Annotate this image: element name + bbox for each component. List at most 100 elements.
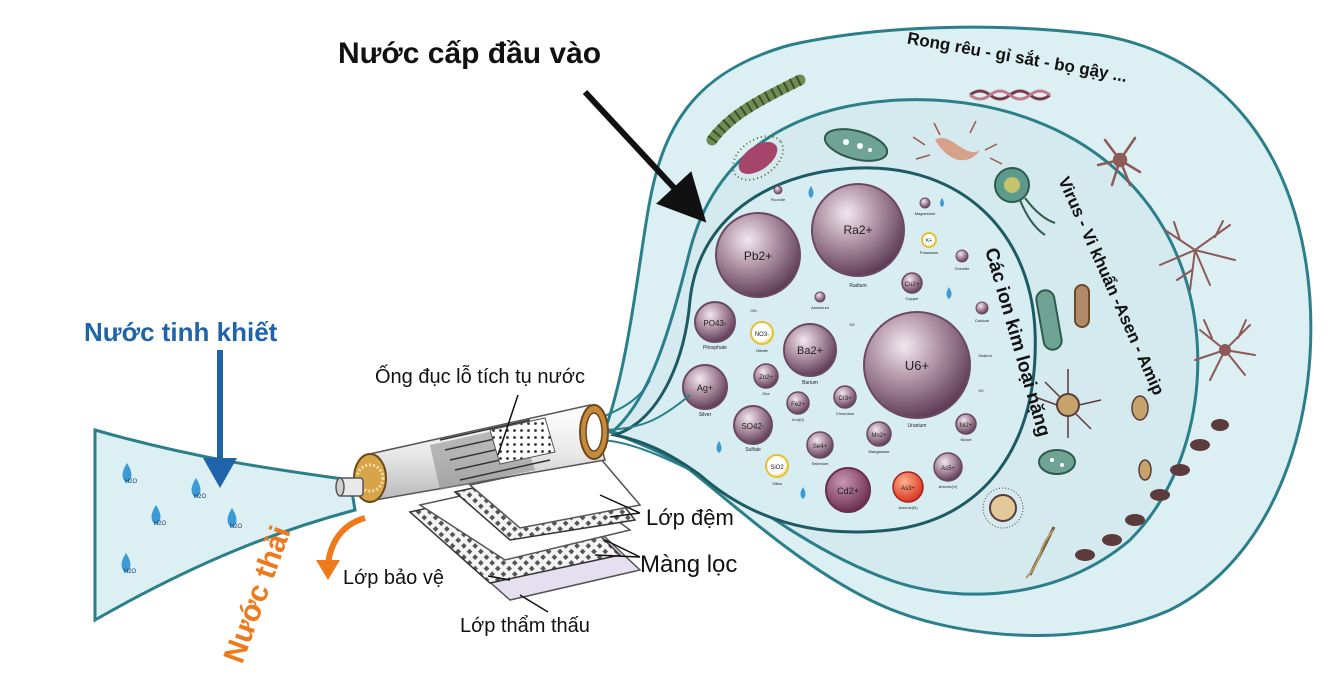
ion-na: Sodium bbox=[978, 353, 992, 358]
svg-text:H2: H2 bbox=[849, 322, 855, 327]
ion-ag: Ag+ Silver bbox=[682, 364, 728, 418]
svg-text:Arsenic(III): Arsenic(III) bbox=[898, 505, 918, 510]
svg-text:Chromium: Chromium bbox=[836, 411, 855, 416]
flagellate-icon bbox=[994, 167, 1056, 236]
svg-text:Chloride: Chloride bbox=[955, 266, 971, 271]
svg-text:Potassium: Potassium bbox=[920, 250, 939, 255]
svg-text:Zn2+: Zn2+ bbox=[759, 375, 773, 381]
svg-text:NO3-: NO3- bbox=[755, 332, 769, 338]
svg-text:Uranium: Uranium bbox=[908, 423, 927, 429]
svg-text:Magnesium: Magnesium bbox=[915, 211, 936, 216]
amoeba-icon bbox=[1159, 220, 1236, 291]
svg-text:Mn2+: Mn2+ bbox=[871, 433, 887, 439]
ion-cd: Cd2+ bbox=[825, 467, 871, 513]
ion-sio2: SiO2 Silica bbox=[765, 454, 789, 486]
ion-h2: H2 H2 bbox=[849, 322, 984, 393]
svg-text:As5+: As5+ bbox=[941, 466, 955, 472]
svg-text:As3+: As3+ bbox=[901, 486, 915, 492]
amoeba-icon bbox=[1194, 319, 1256, 381]
svg-text:Phosphate: Phosphate bbox=[703, 345, 727, 351]
microorganisms bbox=[706, 74, 1256, 579]
hairy-protozoa-icon bbox=[912, 120, 1003, 165]
svg-text:OH-: OH- bbox=[750, 308, 758, 313]
svg-text:SO42-: SO42- bbox=[741, 422, 764, 431]
permeate-label: Lớp thẩm thấu bbox=[460, 615, 590, 637]
svg-text:Ba2+: Ba2+ bbox=[797, 345, 823, 357]
membrane-label: Màng lọc bbox=[640, 551, 737, 578]
ion-se: Se4+ Selenium bbox=[806, 431, 834, 466]
ion-no3: NO3- Nitrate bbox=[750, 321, 774, 353]
svg-text:Pb2+: Pb2+ bbox=[744, 249, 772, 263]
svg-text:SiO2: SiO2 bbox=[770, 465, 784, 471]
radiolarian-icon bbox=[1034, 369, 1102, 438]
paramecium-icon bbox=[823, 128, 889, 162]
svg-text:K+: K+ bbox=[926, 238, 932, 244]
svg-text:Sodium: Sodium bbox=[978, 353, 992, 358]
svg-text:Copper: Copper bbox=[905, 296, 919, 301]
inlet-arrow bbox=[582, 89, 707, 223]
svg-text:Silica: Silica bbox=[772, 481, 782, 486]
svg-text:Ni2+: Ni2+ bbox=[960, 423, 973, 429]
ion-f: Fluoride bbox=[771, 185, 786, 202]
bacteria-chain-icon bbox=[1075, 419, 1229, 561]
rod-bacterium-icon bbox=[1035, 284, 1090, 351]
svg-text:Cr3+: Cr3+ bbox=[838, 396, 852, 402]
protective-label: Lớp bảo vệ bbox=[343, 567, 444, 589]
svg-text:H2O: H2O bbox=[124, 569, 137, 575]
ion-ca: Calcium bbox=[975, 301, 990, 323]
ion-mn: Mn2+ Manganese bbox=[866, 421, 892, 454]
ion-k: K+ Potassium bbox=[920, 232, 939, 255]
inner-drops bbox=[716, 186, 952, 499]
inlet-title: Nước cấp đầu vào bbox=[338, 37, 601, 70]
svg-text:Se4+: Se4+ bbox=[813, 444, 828, 450]
spotted-protozoa-icon bbox=[1038, 449, 1076, 475]
svg-text:Ag+: Ag+ bbox=[697, 383, 713, 393]
svg-text:Manganese: Manganese bbox=[869, 449, 891, 454]
ion-cu: Cu2+ Copper bbox=[901, 272, 923, 301]
ion-cl: Chloride bbox=[955, 249, 971, 271]
svg-text:Iron(II): Iron(II) bbox=[792, 417, 804, 422]
radiolarian-icon bbox=[982, 487, 1024, 529]
svg-text:Fluoride: Fluoride bbox=[771, 197, 786, 202]
svg-text:Nitrate: Nitrate bbox=[756, 348, 769, 353]
svg-text:H2O: H2O bbox=[194, 494, 207, 500]
svg-text:Ra2+: Ra2+ bbox=[843, 223, 872, 237]
svg-text:H2O: H2O bbox=[154, 521, 167, 527]
ion-ni: Ni2+ Nickel bbox=[955, 413, 977, 442]
svg-text:Fe2+: Fe2+ bbox=[791, 402, 805, 408]
helix-bacterium-icon bbox=[969, 89, 1051, 101]
helix-bacterium-icon bbox=[1025, 526, 1056, 579]
ion-al: Aluminum bbox=[811, 291, 830, 310]
svg-text:H2: H2 bbox=[978, 388, 984, 393]
svg-text:Calcium: Calcium bbox=[975, 318, 990, 323]
svg-text:Nickel: Nickel bbox=[961, 437, 972, 442]
svg-text:Barium: Barium bbox=[802, 380, 818, 386]
svg-text:Sulfate: Sulfate bbox=[745, 447, 761, 453]
svg-text:Selenium: Selenium bbox=[812, 461, 829, 466]
svg-text:Cu2+: Cu2+ bbox=[905, 282, 920, 288]
ro-cartridge bbox=[335, 379, 691, 601]
svg-text:Zinc: Zinc bbox=[762, 391, 770, 396]
ion-oh: OH- bbox=[750, 308, 758, 313]
perforated-tube-label: Ống đục lỗ tích tụ nước bbox=[375, 364, 585, 388]
amoeba-icon bbox=[1096, 136, 1142, 187]
svg-text:Silver: Silver bbox=[699, 412, 712, 418]
ion-as5: As5+ Arsenic(V) bbox=[933, 452, 963, 489]
ion-zn: Zn2+ Zinc bbox=[753, 363, 779, 396]
spore-icon bbox=[1131, 395, 1152, 481]
ion-cr: Cr3+ Chromium bbox=[833, 385, 857, 416]
ion-mg: Magnesium bbox=[915, 197, 936, 216]
pure-water-cone: H2O H2O H2O H2O H2O bbox=[93, 350, 357, 623]
svg-text:U6+: U6+ bbox=[905, 358, 929, 373]
pure-water-title: Nước tinh khiết bbox=[84, 317, 278, 347]
svg-text:Aluminum: Aluminum bbox=[811, 305, 829, 310]
svg-text:Arsenic(V): Arsenic(V) bbox=[939, 484, 958, 489]
larva-icon bbox=[706, 74, 806, 146]
svg-text:H2O: H2O bbox=[230, 524, 243, 530]
ion-po4: PO43- Phosphate bbox=[694, 301, 736, 351]
ion-as3: As3+ Arsenic(III) bbox=[892, 471, 924, 510]
svg-text:Cd2+: Cd2+ bbox=[837, 486, 859, 496]
waste-arrow bbox=[325, 515, 366, 566]
svg-text:H2O: H2O bbox=[125, 479, 138, 485]
svg-text:PO43-: PO43- bbox=[703, 319, 726, 328]
